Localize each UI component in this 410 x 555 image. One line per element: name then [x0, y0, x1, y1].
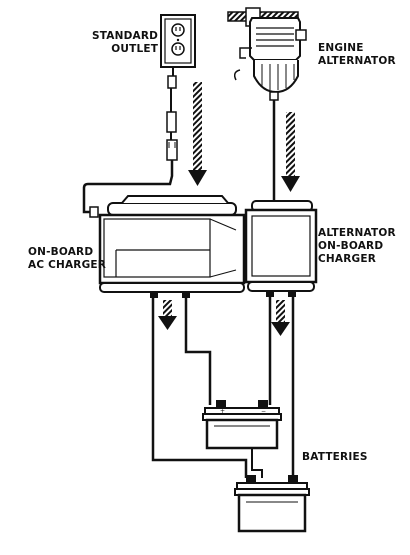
label-batteries: BATTERIES: [302, 451, 368, 463]
battery-wiring: [151, 297, 295, 478]
ac-power-cord: [82, 66, 178, 218]
label-engine-alternator-line2: ALTERNATOR: [318, 55, 396, 67]
ac-charger-output-arrow: [158, 300, 177, 330]
alternator-flow-arrow: [281, 112, 300, 192]
label-alternator-onboard-charger-line1: ALTERNATOR: [318, 227, 396, 239]
label-standard-outlet-line1: STANDARD: [92, 30, 159, 42]
alternator-charger-output-arrow: [271, 300, 290, 336]
label-engine-alternator: ENGINE ALTERNATOR: [318, 42, 396, 68]
alternator-onboard-charger-icon: [244, 200, 318, 297]
label-onboard-ac-charger-line2: AC CHARGER: [28, 259, 107, 271]
label-alternator-onboard-charger-line2: ON-BOARD: [318, 240, 384, 252]
ac-flow-arrow: [188, 82, 207, 186]
svg-text:+: +: [220, 408, 225, 415]
svg-text:−: −: [261, 408, 266, 415]
onboard-ac-charger-icon: [98, 195, 246, 298]
label-engine-alternator-line1: ENGINE: [318, 42, 364, 54]
engine-alternator-icon: [227, 7, 307, 101]
label-onboard-ac-charger-line1: ON-BOARD: [28, 246, 94, 258]
label-alternator-onboard-charger-line3: CHARGER: [318, 253, 376, 265]
label-onboard-ac-charger: ON-BOARD AC CHARGER: [28, 246, 106, 272]
battery-top-icon: + −: [202, 400, 282, 450]
label-standard-outlet: STANDARD OUTLET: [92, 30, 158, 56]
battery-bottom-icon: [234, 475, 310, 533]
standard-outlet-icon: [160, 14, 196, 68]
label-alternator-onboard-charger: ALTERNATOR ON-BOARD CHARGER: [318, 227, 396, 266]
label-standard-outlet-line2: OUTLET: [111, 43, 159, 55]
